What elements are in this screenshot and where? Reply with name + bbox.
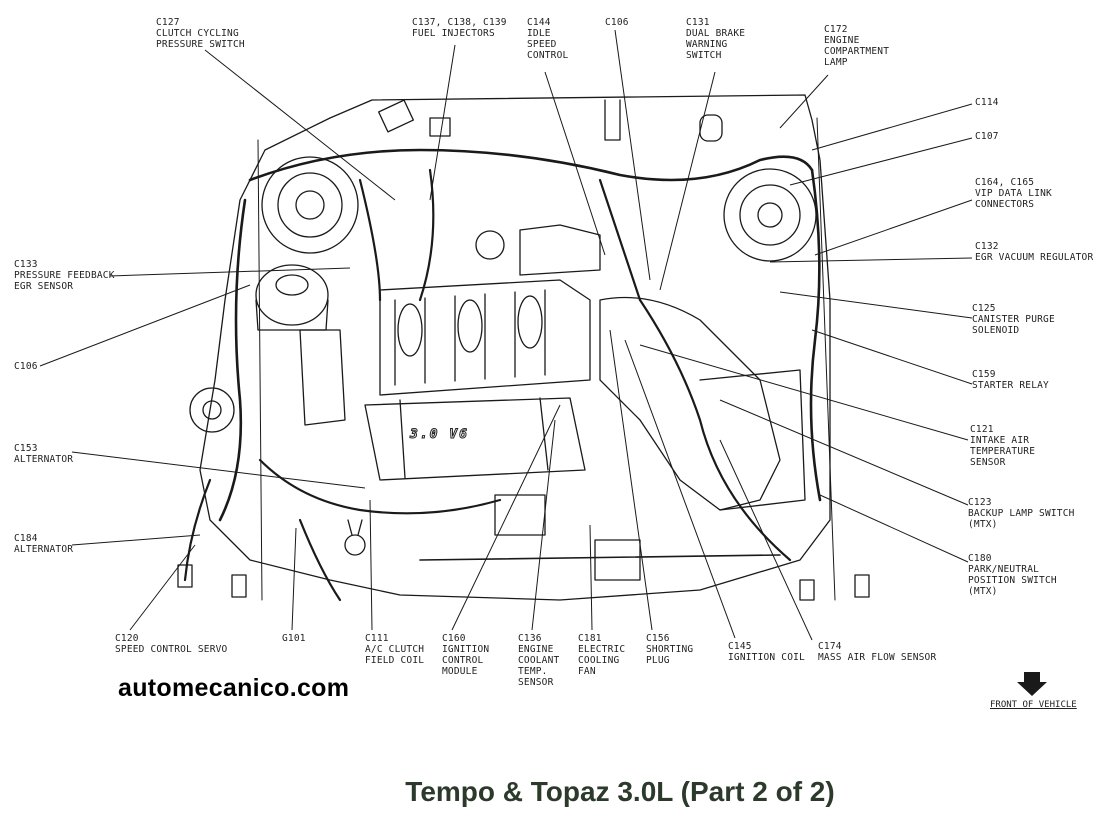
label-c106-top: C106 [605,17,629,28]
compartment-outline [199,94,831,601]
fluid-reservoir [255,264,329,326]
oil-filter [494,494,546,536]
air-duct [599,296,781,511]
coolant-bottle [299,329,346,426]
wiring-harness [248,148,814,182]
label-g101: G101 [282,633,306,644]
left-strut-tower [261,156,359,254]
watermark: automecanico.com [118,674,350,702]
label-c106-left: C106 [14,361,38,372]
right-strut-tower [723,168,817,262]
label-c107: C107 [975,131,999,142]
front-of-vehicle-label: FRONT OF VEHICLE [990,700,1077,710]
leader-lines [39,29,973,641]
throttle-body [475,230,505,260]
front-arrow-icon [1017,672,1047,696]
engine-badge: 3.0 V6 [410,427,469,443]
alternator [189,387,235,433]
fan-motor [594,539,641,581]
label-c114: C114 [975,97,999,108]
page-title: Tempo & Topaz 3.0L (Part 2 of 2) [405,776,835,807]
intake-plenum [379,279,591,396]
valve-cover [364,397,586,481]
